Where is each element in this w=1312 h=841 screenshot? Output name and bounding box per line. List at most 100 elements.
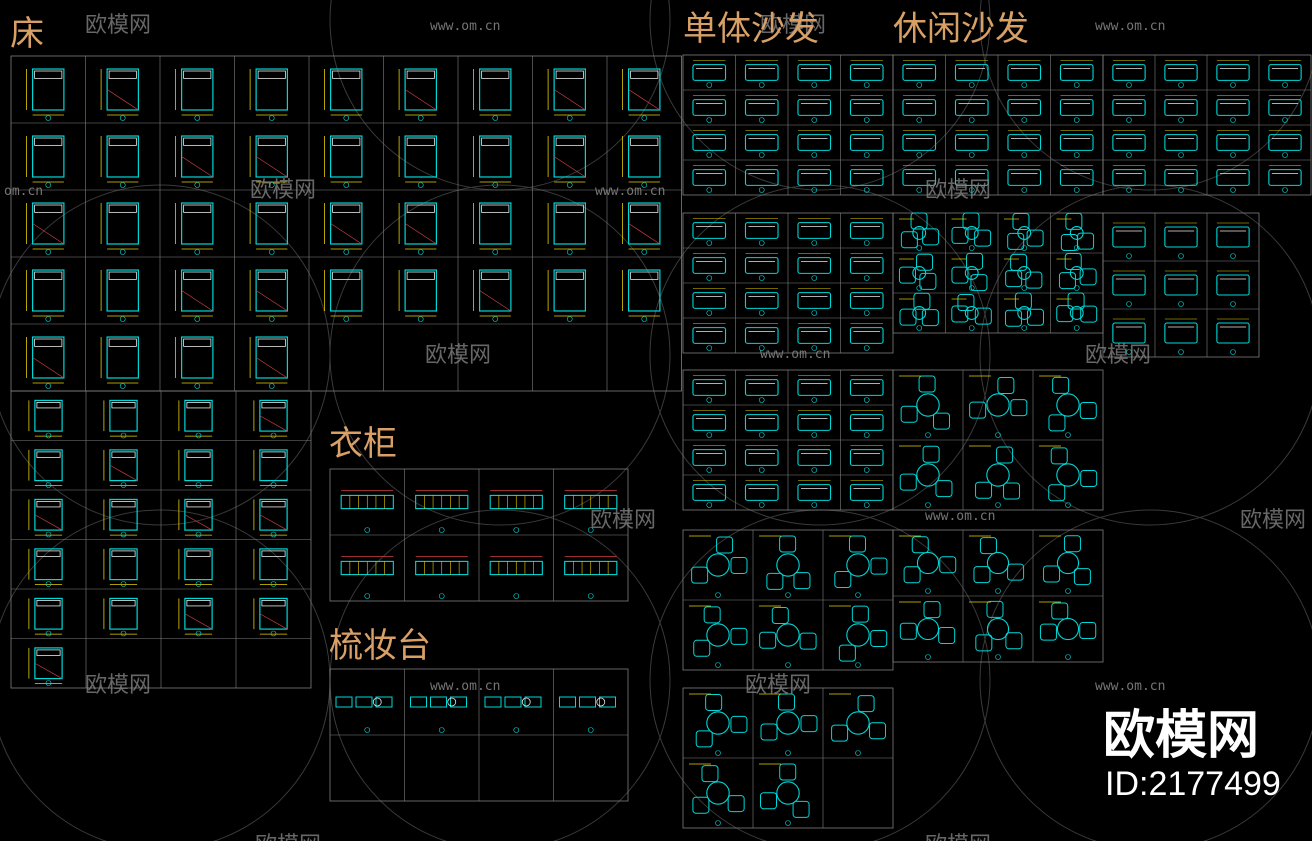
cell-number-marker [863,240,870,246]
bed-pillow [111,402,136,409]
cell-number-marker [968,117,975,123]
blanket-fold [255,290,288,312]
sofa-outline [797,169,832,186]
bed-symbol [249,336,288,389]
cell-number-marker [758,345,765,351]
bed-symbol [103,399,138,439]
group-symbol [829,535,888,598]
cell-number-marker [364,527,371,533]
dress-symbol [410,696,467,733]
chair [1026,229,1044,247]
grid-sofa [1102,212,1260,358]
cell-number-marker [119,383,126,389]
bed-pillow [186,600,211,607]
sofa-symbol [744,323,779,351]
sofa-symbol [1164,270,1198,307]
table-round [1056,617,1080,641]
bed-symbol [178,449,213,488]
bed-outline [330,68,363,111]
cell-number-marker [1178,349,1184,355]
chair [974,307,992,325]
cell-number-marker [916,325,923,331]
sofa-outline [1216,226,1250,248]
dresser-top [579,696,596,708]
dresser-top [504,696,522,708]
stool [521,697,531,707]
chair [919,272,937,290]
cell-number-marker [706,240,713,246]
bed-symbol [178,498,213,538]
bed-symbol [473,269,512,322]
cell-number-marker [566,182,573,188]
bed-pillow [261,402,286,409]
cell-number-marker [1230,349,1236,355]
group-symbol [969,375,1028,438]
chair [703,606,721,624]
cell-number-marker [438,527,445,533]
chair [1012,212,1030,230]
group-symbol [969,445,1021,508]
sofa-outline [902,64,937,81]
cell-number-marker [1073,245,1080,251]
sofa-symbol [1059,165,1094,193]
cell-number-marker [758,432,765,438]
cell-number-marker [995,588,1001,594]
watermark-arc [979,184,1312,526]
chair [933,412,951,430]
bed-outline [106,336,139,379]
sofa-outline [1007,134,1042,151]
bed-outline [109,548,138,581]
bed-symbol [253,548,288,587]
bed-outline [330,202,363,245]
wide-symbol [340,490,394,533]
sofa-outline [692,449,727,466]
cell-number-marker [1230,253,1236,259]
bed-pillow [36,550,61,557]
cell-number-marker [513,593,520,599]
grid-dress [329,668,629,802]
blanket-fold [34,514,63,531]
bed-outline [32,135,65,178]
bed-outline [479,202,512,245]
chair [1026,308,1044,326]
chair [857,695,875,713]
bed-pillow [108,137,137,146]
cell-number-marker [641,316,648,322]
bed-symbol [103,449,138,488]
cell-number-marker [758,240,765,246]
chair [922,445,940,463]
group-symbol [1004,292,1044,331]
blanket-fold [32,223,65,245]
sofa-outline [744,169,779,186]
bed-symbol [103,498,138,538]
chair [1080,470,1098,488]
sofa-outline [1059,169,1094,186]
group-symbol [759,605,817,668]
sofa-outline [1112,226,1146,248]
chair [1052,376,1070,394]
cell-number-marker [706,117,713,123]
grid-group [892,529,1104,663]
cell-number-marker [811,467,818,473]
bed-symbol [103,548,138,587]
bed-pillow [183,137,212,146]
sofa-symbol [1112,165,1146,193]
sofa-outline [902,99,937,116]
grid-group [892,369,1104,511]
cell-number-marker [925,502,931,508]
bed-symbol [398,202,437,255]
table-round [986,393,1010,417]
cell-number-marker [566,115,573,121]
sofa-outline [1164,99,1198,116]
sofa-symbol [1164,318,1198,355]
table-round [986,463,1010,487]
sofa-outline [1268,64,1302,81]
cell-number-marker [45,316,52,322]
sofa-symbol [797,445,832,473]
cell-number-marker [1073,187,1080,193]
cell-number-marker [855,592,861,598]
watermark-brand-text: 欧模网 [1240,508,1306,533]
chair [1048,484,1066,502]
sofa-outline [954,134,989,151]
bed-symbol [175,68,214,121]
